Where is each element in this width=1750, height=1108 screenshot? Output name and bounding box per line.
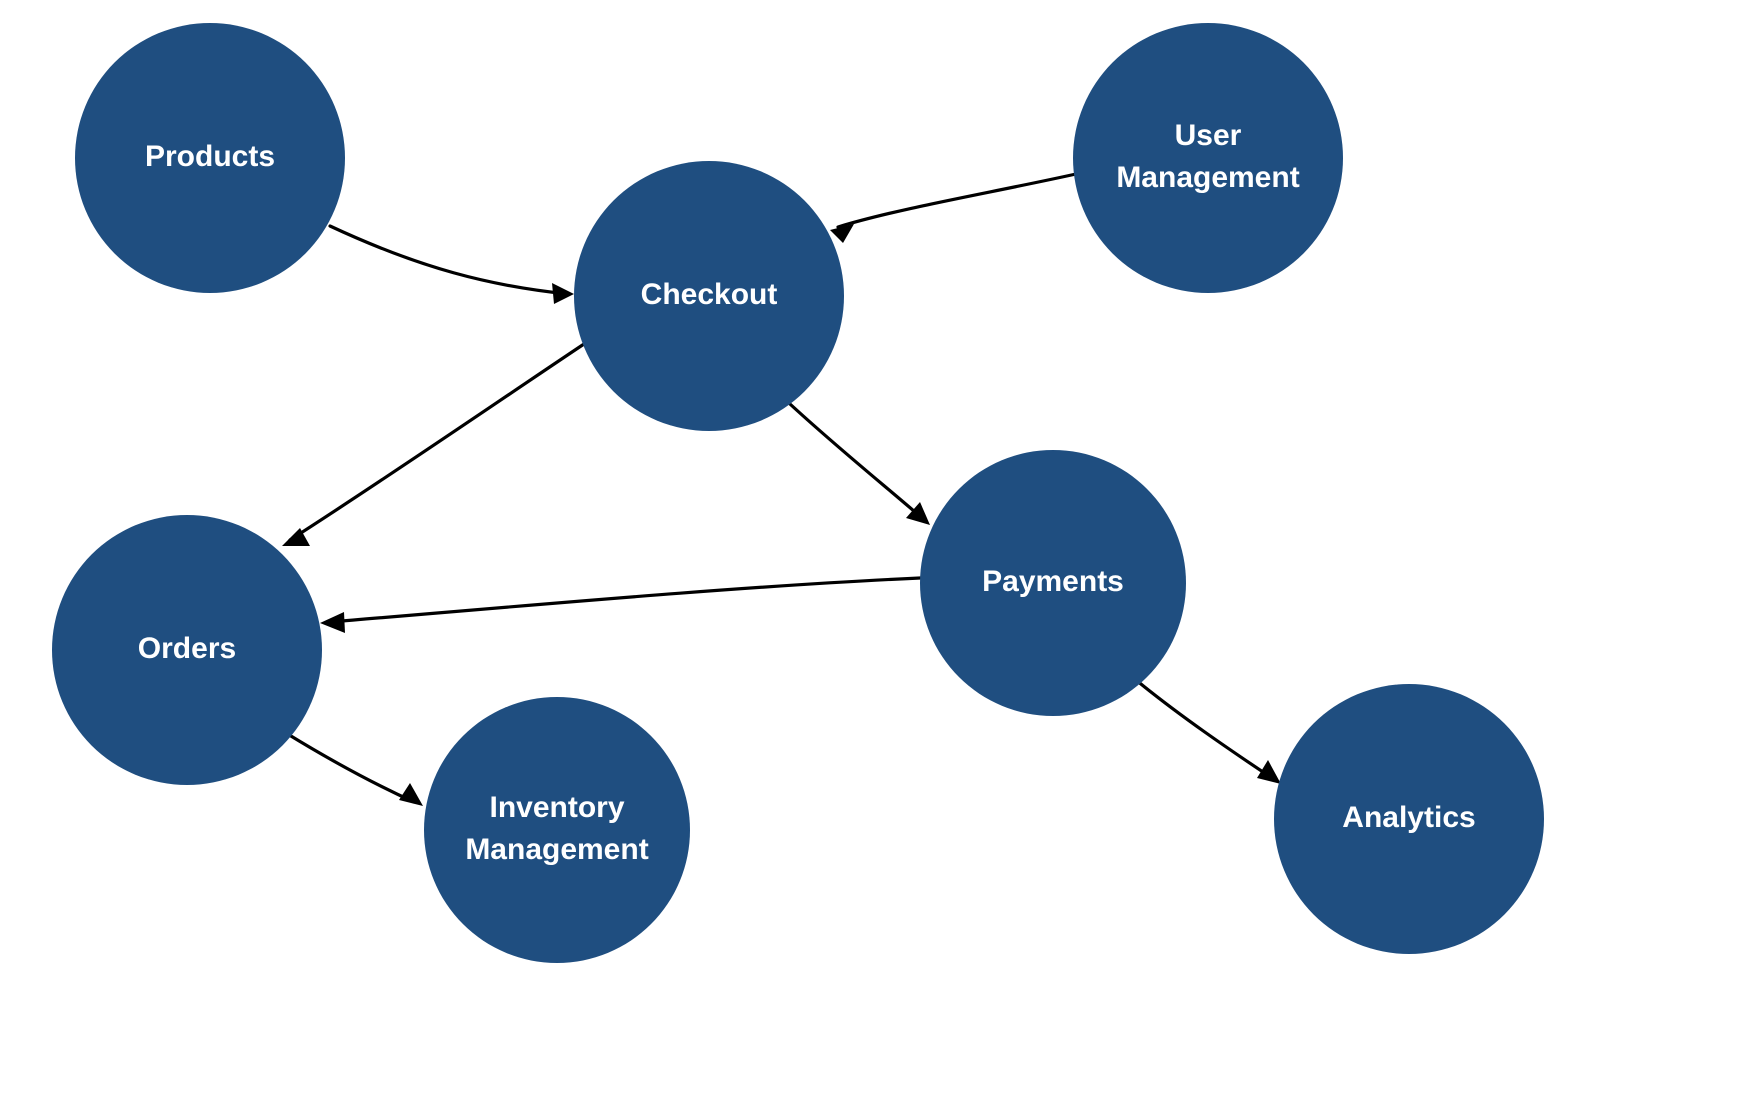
arrowhead-icon (552, 283, 574, 304)
node-analytics[interactable]: Analytics (1274, 684, 1544, 954)
edge-line (328, 576, 922, 624)
edge-layer (282, 172, 1281, 806)
edge-line (328, 224, 570, 296)
edge-checkout-orders (282, 338, 592, 546)
node-circle[interactable] (52, 515, 322, 785)
edge-line (284, 731, 416, 804)
arrowhead-icon (1257, 760, 1281, 784)
edge-line (1134, 678, 1274, 780)
arrowhead-icon (830, 224, 854, 243)
arrowhead-icon (282, 528, 310, 546)
edge-orders-inventory (284, 731, 423, 806)
node-circle[interactable] (1274, 684, 1544, 954)
node-payments[interactable]: Payments (920, 450, 1186, 716)
edge-line (788, 402, 924, 520)
arrowhead-icon (320, 612, 345, 633)
node-circle[interactable] (75, 23, 345, 293)
edge-payments-analytics (1134, 678, 1281, 784)
node-circle[interactable] (424, 697, 690, 963)
node-circle[interactable] (574, 161, 844, 431)
edge-products-checkout (328, 224, 574, 304)
node-products[interactable]: Products (75, 23, 345, 293)
edge-line (288, 338, 592, 542)
edge-payments-orders (320, 576, 922, 633)
node-circle[interactable] (920, 450, 1186, 716)
arrowhead-icon (906, 502, 930, 525)
node-circle[interactable] (1073, 23, 1343, 293)
edge-usermgmt-checkout (830, 172, 1078, 243)
arrowhead-icon (399, 783, 423, 806)
edge-checkout-payments (788, 402, 930, 525)
edge-line (836, 172, 1078, 229)
node-checkout[interactable]: Checkout (574, 161, 844, 431)
node-orders[interactable]: Orders (52, 515, 322, 785)
